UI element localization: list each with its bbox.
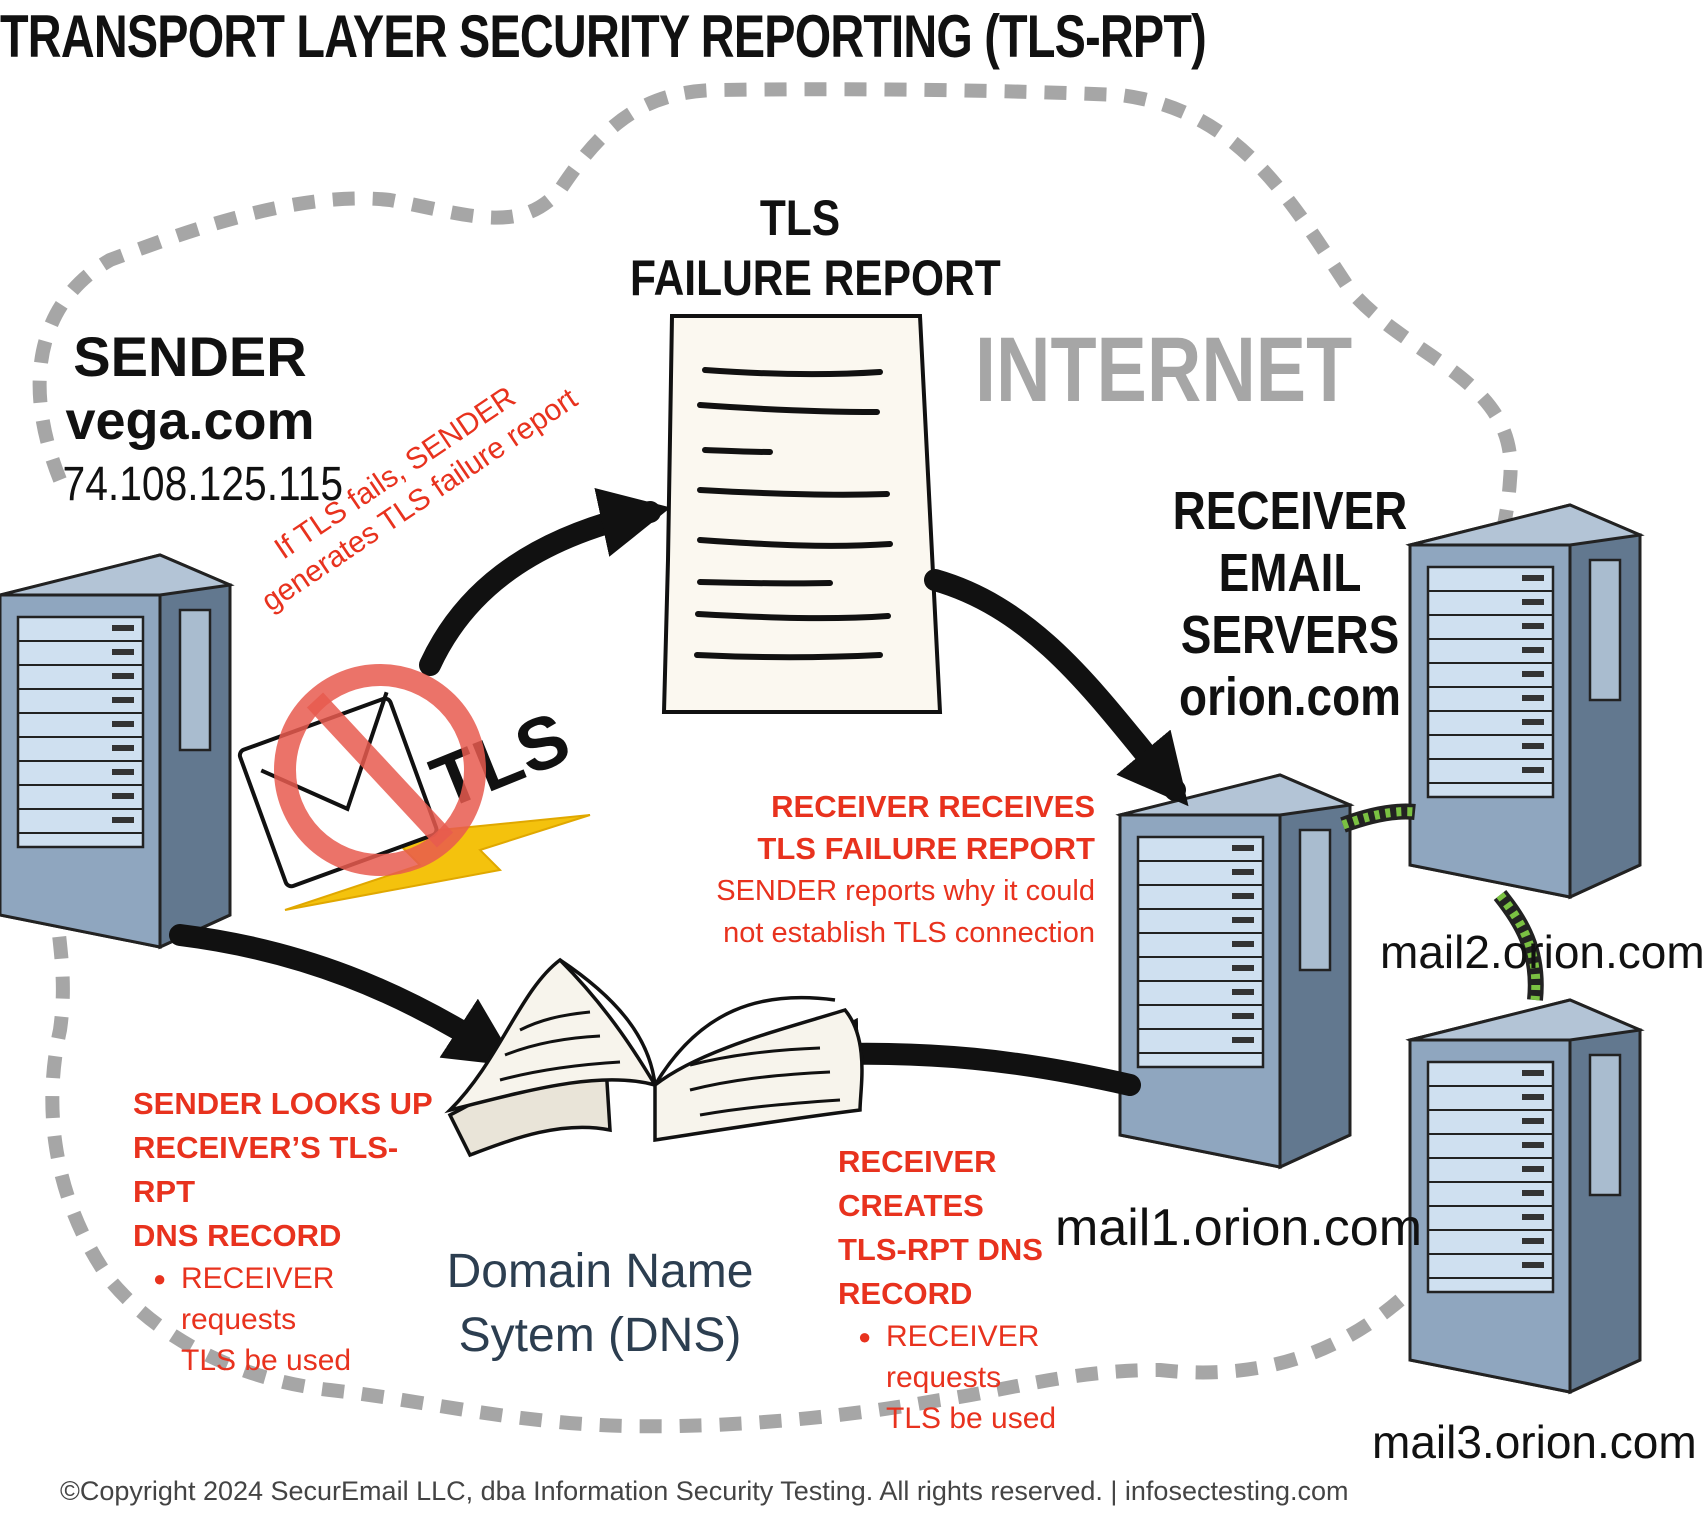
prohibited-icon [274,664,486,876]
mail2-label: mail2.orion.com [1380,926,1705,978]
tls-failure-icon: TLS [237,664,591,911]
sender-server [0,553,232,949]
receiver-line3: SERVERS [1180,605,1400,665]
arrow-sender-to-dns [169,924,518,1067]
receives-note-line1: RECEIVER RECEIVES [771,789,1095,824]
internet-label: INTERNET [975,319,1353,421]
creates-note-line3: RECORD [838,1276,973,1311]
receiver-label-group: RECEIVER EMAIL SERVERS orion.com [1130,480,1450,728]
network-cables [1340,803,1544,1001]
sender-heading: SENDER [73,325,307,388]
receives-note-line4: not establish TLS connection [723,917,1095,949]
report-heading-line1: TLS [759,190,841,246]
receiver-line2: EMAIL [1218,543,1362,603]
tls-report-document [661,314,943,714]
creates-note: RECEIVER CREATES TLS-RPT DNS RECORD RECE… [838,1140,1138,1439]
lightning-icon [284,814,591,911]
dns-label-line2: Sytem (DNS) [458,1309,742,1362]
page-title: TRANSPORT LAYER SECURITY REPORTING (TLS-… [0,3,1207,70]
lookup-note-line3: DNS RECORD [133,1218,342,1253]
creates-note-bullet-line2: TLS be used [886,1402,1057,1435]
sender-ip: 74.108.125.115 [62,458,344,511]
lookup-note-bullet-line1: RECEIVER requests [181,1262,335,1336]
arrow-sender-to-report [419,487,671,676]
dns-label: Domain Name Sytem (DNS) [440,1240,760,1368]
report-heading-group: TLS FAILURE REPORT [600,188,1001,308]
receives-note-line3: SENDER reports why it could [716,875,1095,907]
receiver-domain: orion.com [1179,667,1401,727]
receives-note-line2: TLS FAILURE REPORT [757,831,1095,866]
dns-book [444,957,864,1158]
report-heading-line2: FAILURE REPORT [630,250,1001,306]
receiver-line1: RECEIVER [1172,481,1408,541]
mail1-label: mail1.orion.com [1055,1199,1423,1257]
copyright-footer: ©Copyright 2024 SecurEmail LLC, dba Info… [60,1476,1349,1506]
dns-label-line1: Domain Name [446,1245,754,1298]
mail3-server [1408,998,1642,1394]
mail3-label: mail3.orion.com [1372,1416,1697,1468]
lookup-note-line1: SENDER LOOKS UP [133,1086,433,1121]
lookup-note: SENDER LOOKS UP RECEIVER’S TLS-RPT DNS R… [133,1082,453,1381]
creates-note-bullet: RECEIVER requests TLS be used [858,1316,1138,1439]
mail1-server [1118,773,1352,1169]
arrow-report-to-receiver [924,569,1189,807]
receives-note: RECEIVER RECEIVES TLS FAILURE REPORT SEN… [700,786,1095,954]
lookup-note-line2: RECEIVER’S TLS-RPT [133,1130,399,1209]
lookup-note-bullet: RECEIVER requests TLS be used [153,1258,453,1381]
creates-note-bullet-line1: RECEIVER requests [886,1320,1040,1394]
sender-domain: vega.com [65,391,315,451]
creates-note-line2: TLS-RPT DNS [838,1232,1043,1267]
sender-label-group: SENDER vega.com 74.108.125.115 [40,325,344,517]
lookup-note-bullet-line2: TLS be used [181,1344,352,1377]
creates-note-line1: RECEIVER CREATES [838,1144,997,1223]
